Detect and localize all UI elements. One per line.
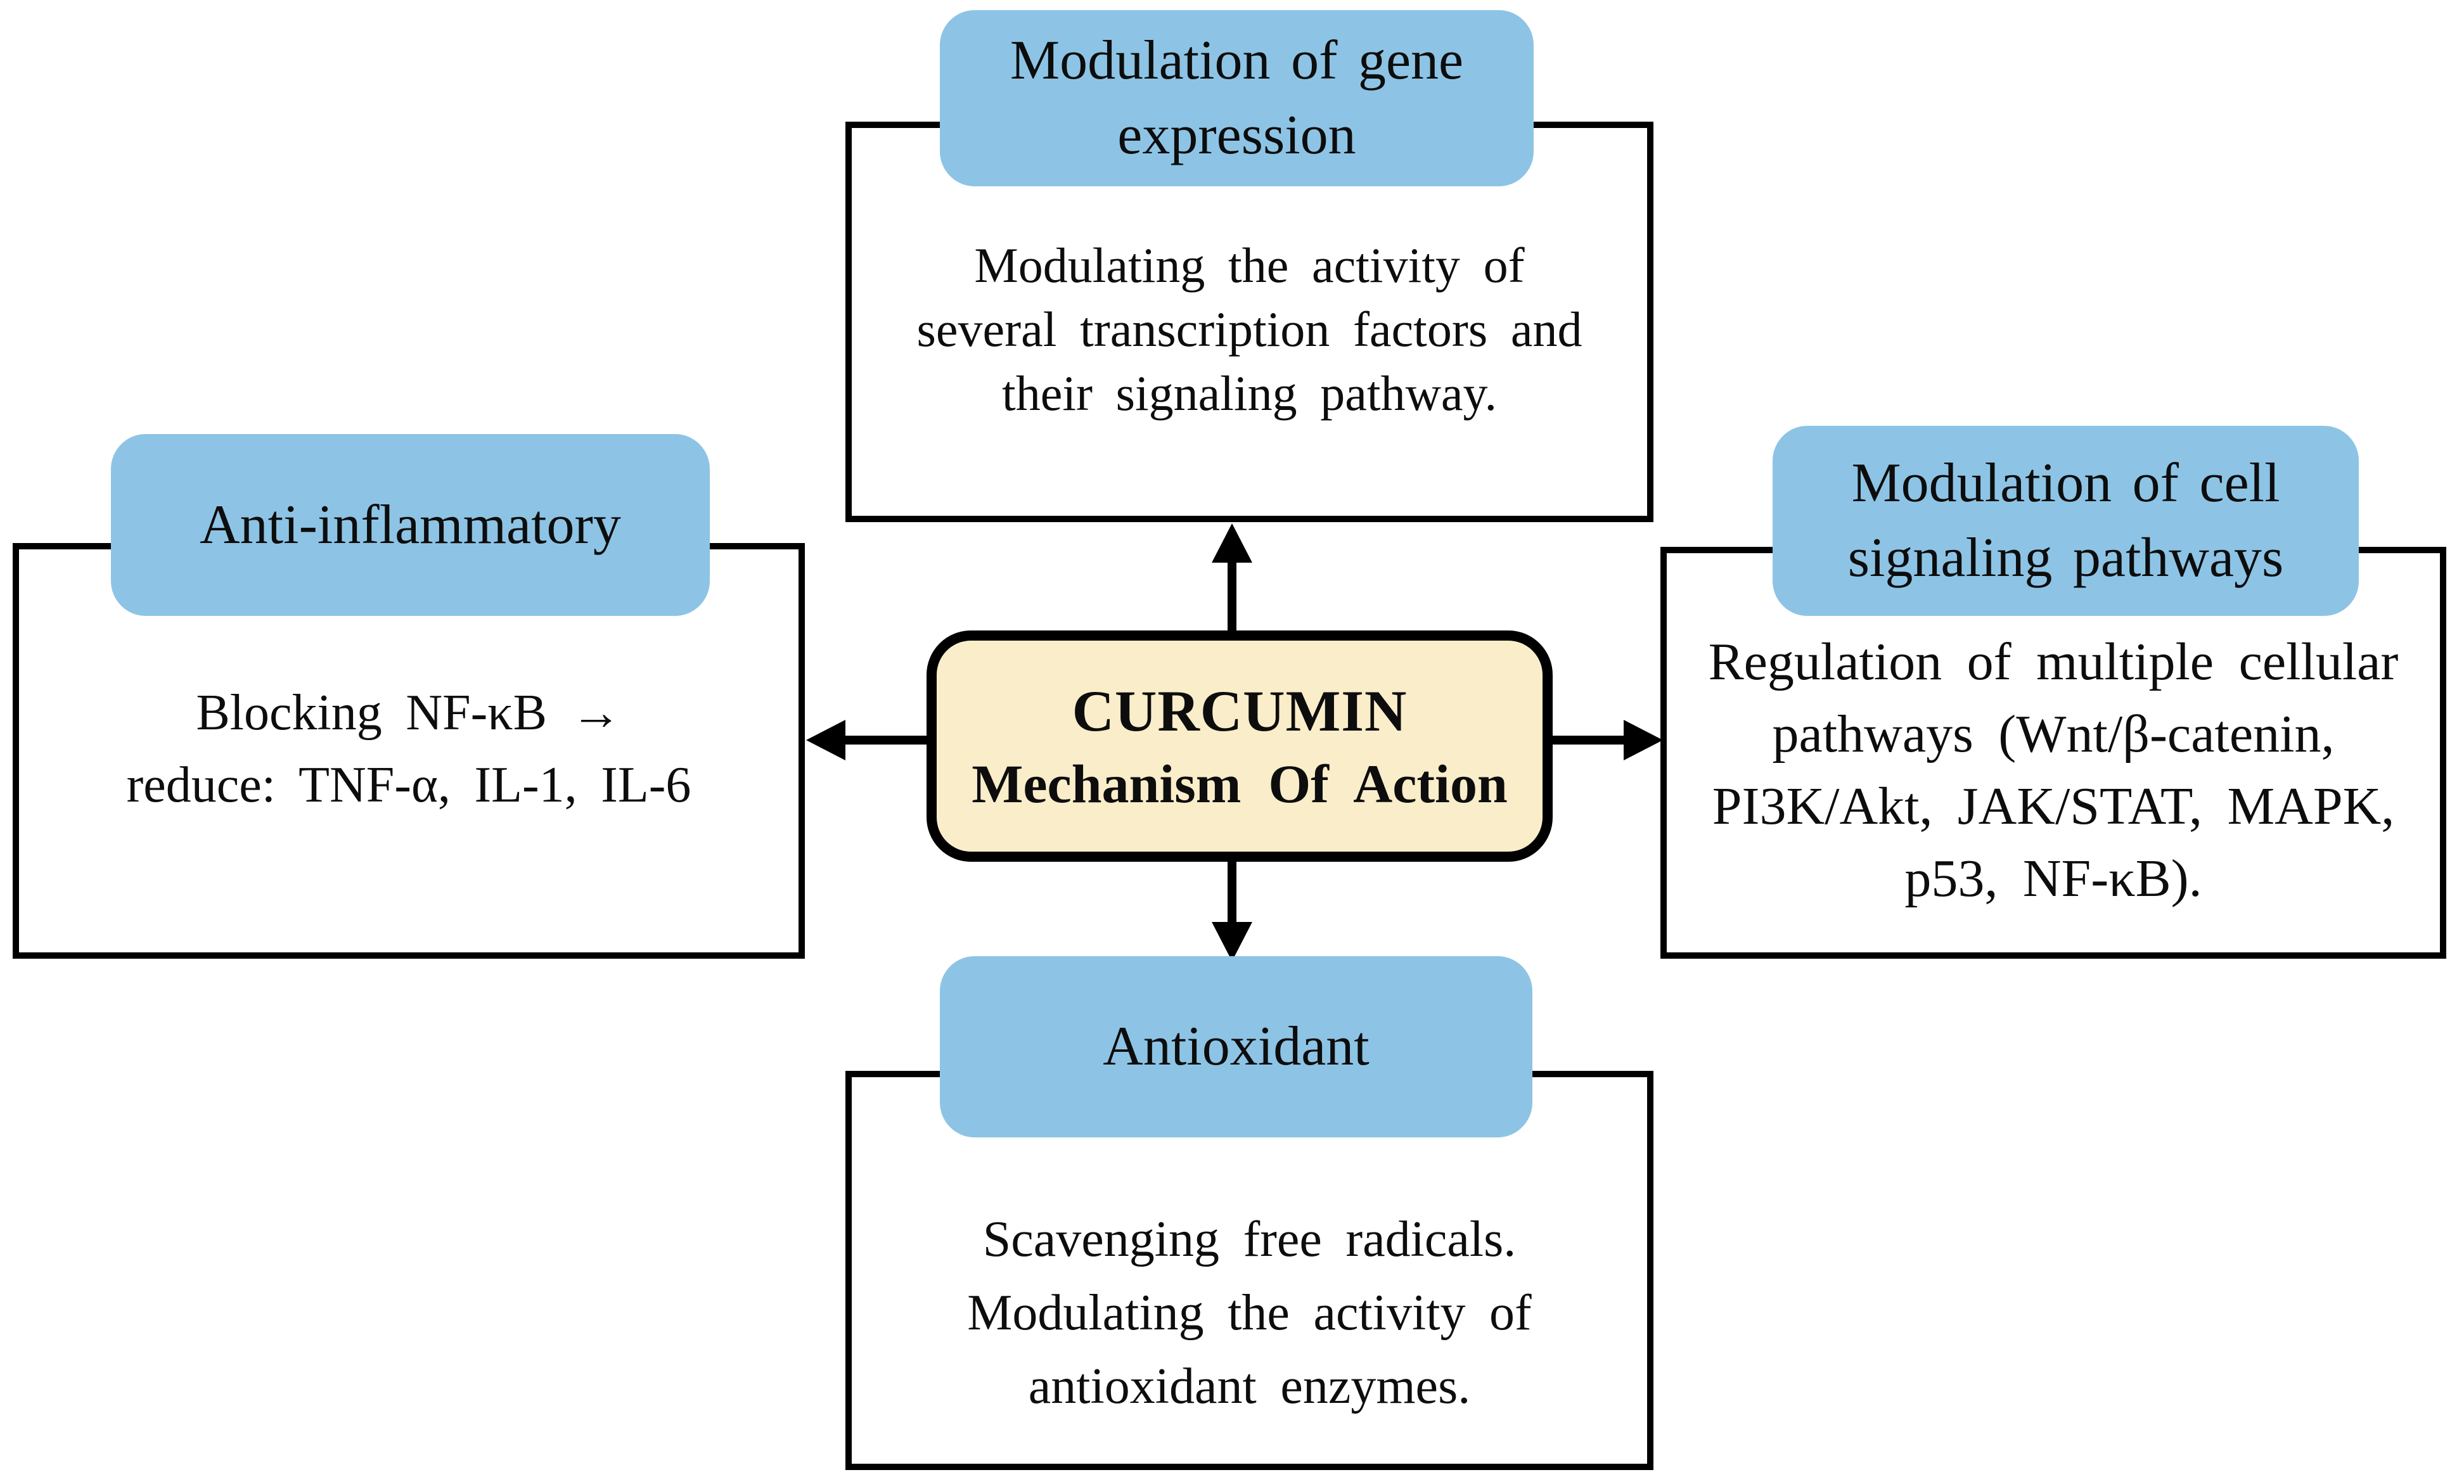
center-node: CURCUMIN Mechanism Of Action (927, 630, 1553, 862)
arrow-down-shaft (1228, 857, 1236, 925)
left-node-body: Blocking NF-κB → reduce: TNF-α, IL-1, IL… (126, 685, 691, 813)
arrowhead-left-icon (806, 720, 845, 760)
arrowhead-right-icon (1624, 720, 1663, 760)
right-node-header: Modulation of cell signaling pathways (1773, 426, 2359, 616)
arrow-right-shaft (1550, 736, 1627, 745)
bottom-node-box (845, 1071, 1653, 1470)
right-node-body: Regulation of multiple cellular pathways… (1708, 632, 2399, 908)
bottom-node-body: Scavenging free radicals. Modulating the… (967, 1212, 1532, 1414)
center-title-line2: Mechanism Of Action (972, 753, 1508, 814)
left-node-header: Anti-inflammatory (111, 434, 710, 616)
arrow-left-shaft (840, 736, 930, 745)
top-node-body: Modulating the activity of several trans… (916, 238, 1582, 421)
center-title-line1: CURCUMIN (1072, 678, 1408, 743)
arrowhead-down-icon (1212, 922, 1252, 961)
bottom-node-header: Antioxidant (940, 956, 1532, 1137)
arrow-up-shaft (1228, 555, 1236, 635)
top-node-header: Modulation of gene expression (940, 10, 1534, 186)
arrowhead-up-icon (1212, 523, 1252, 563)
